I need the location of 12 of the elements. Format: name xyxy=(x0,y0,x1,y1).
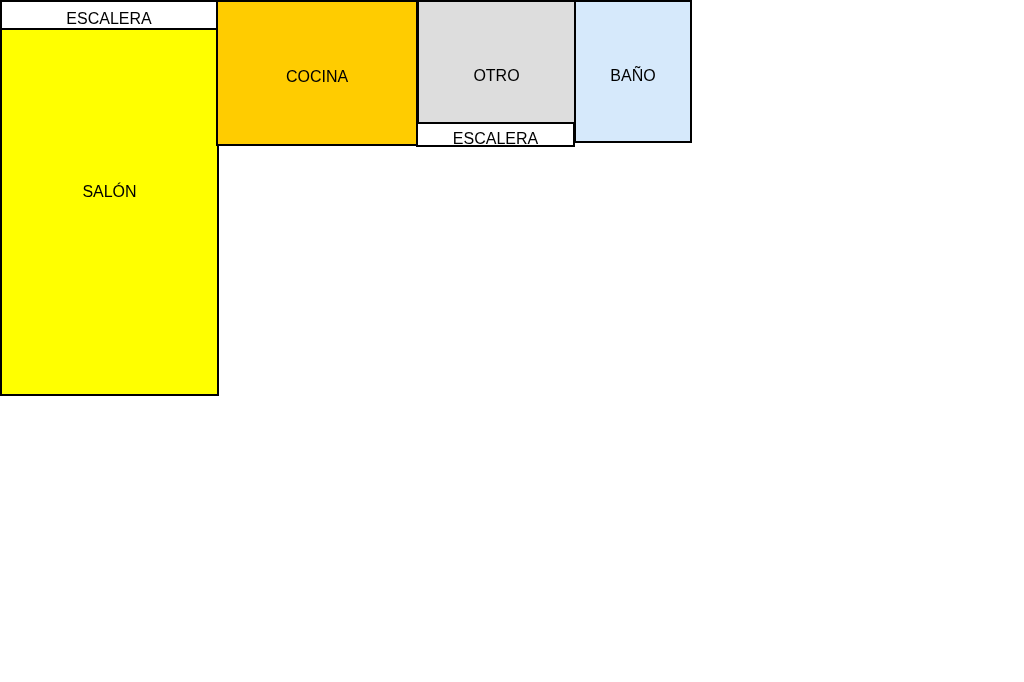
room-label: SALÓN xyxy=(82,184,137,200)
room-label: COCINA xyxy=(285,69,349,85)
room-label: OTRO xyxy=(473,68,520,84)
room-area xyxy=(417,0,576,124)
room-area xyxy=(574,0,692,143)
stair-area xyxy=(416,122,575,147)
room-label: ESCALERA xyxy=(66,11,152,27)
room-area xyxy=(216,0,418,146)
room-label: BAÑO xyxy=(610,67,656,84)
room-label: ESCALERA xyxy=(452,130,539,147)
stair-area xyxy=(0,0,218,30)
room-area xyxy=(0,28,219,396)
